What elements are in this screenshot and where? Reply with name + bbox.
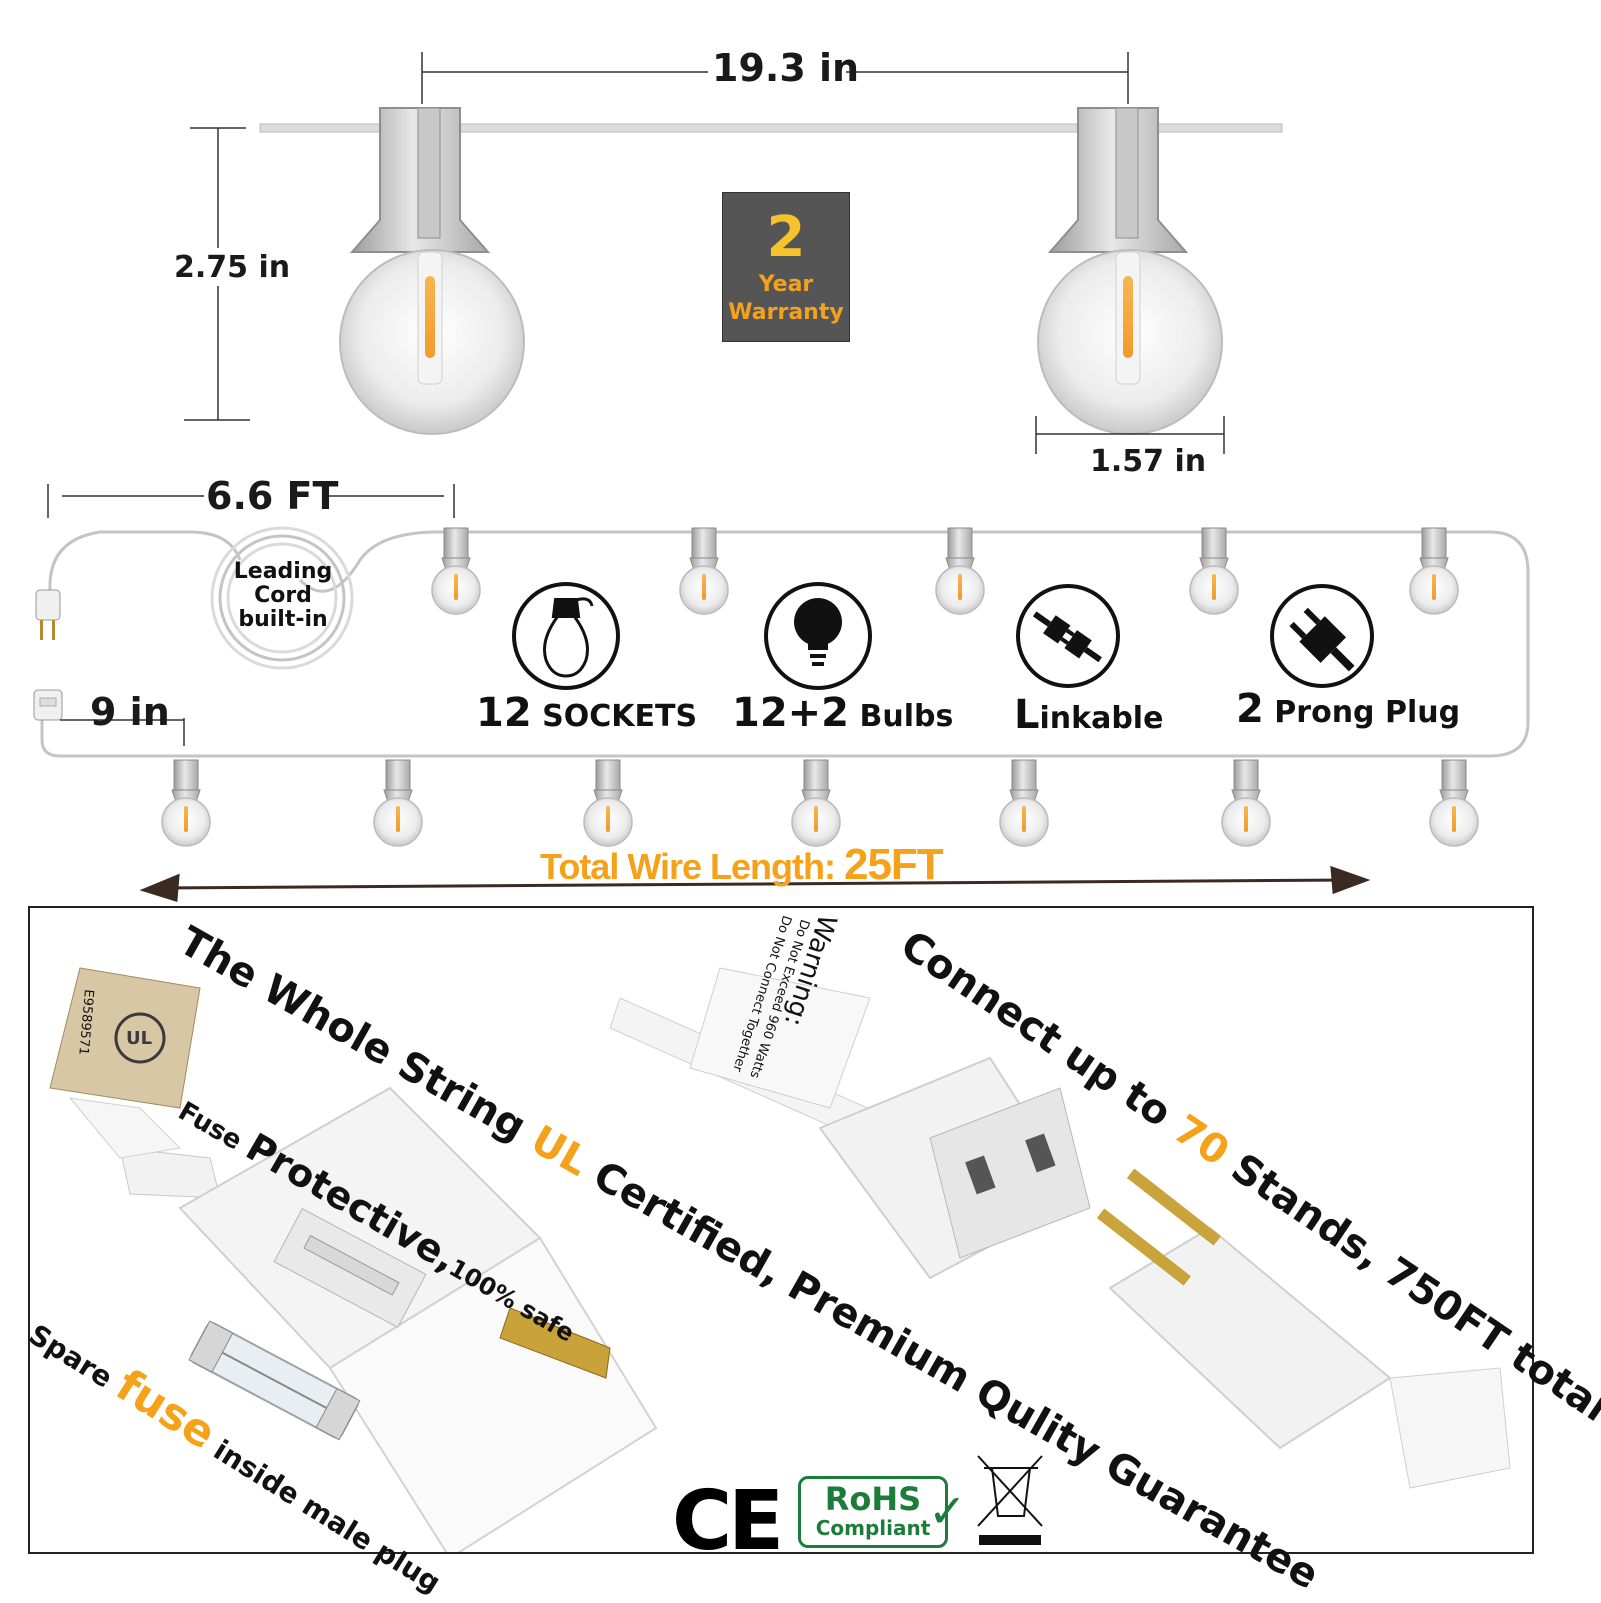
- ce-mark: CE: [672, 1474, 784, 1569]
- dimension-lines: [47, 52, 1225, 746]
- end-spacing-dimension: 9 in: [90, 690, 170, 734]
- string-wire: [40, 526, 1530, 758]
- female-plug-end: [33, 689, 63, 721]
- connector-assembly: [609, 967, 1511, 1489]
- bulb-width-dimension: 1.57 in: [1090, 444, 1207, 479]
- plug-illustrations: UL: [49, 967, 1511, 1552]
- detail-panel: [28, 906, 1534, 1554]
- total-wire-length: Total Wire Length: 25FT: [540, 840, 944, 889]
- bulbs-top-row: [431, 527, 1459, 615]
- fused-male-plug: [68, 1086, 658, 1552]
- cord-label-line1: Leading: [233, 559, 333, 584]
- socket-bulb-icon: [512, 582, 620, 690]
- feature-bulbs: 12+2 Bulbs: [732, 690, 954, 736]
- spacing-dimension: 19.3 in: [712, 46, 860, 90]
- large-bulb-left: [339, 107, 525, 435]
- feature-linkable: Linkable: [1014, 692, 1164, 738]
- rohs-badge: RoHS Compliant: [798, 1476, 948, 1548]
- svg-text:UL: UL: [126, 1028, 152, 1049]
- ul-certification-tag: UL: [49, 967, 201, 1109]
- rohs-check-icon: ✓: [928, 1484, 967, 1538]
- feature-sockets: 12 SOCKETS: [476, 690, 698, 736]
- height-dimension: 2.75 in: [174, 250, 291, 285]
- spare-fuse: [188, 1320, 361, 1441]
- large-bulb-right: [1037, 107, 1223, 435]
- warranty-line1: Year: [758, 272, 814, 297]
- feature-prong-plug: 2 Prong Plug: [1236, 686, 1461, 732]
- cord-label-line2: Cord: [254, 583, 312, 608]
- rohs-subtitle: Compliant: [815, 1516, 931, 1540]
- warranty-line2: Warranty: [728, 300, 844, 325]
- weee-bin-icon: [977, 1455, 1043, 1545]
- lightbulb-icon: [764, 582, 872, 690]
- total-length-arrow: [139, 865, 1371, 902]
- rohs-title: RoHS: [824, 1480, 922, 1518]
- warranty-years: 2: [766, 205, 806, 270]
- two-prong-plug-icon: [1270, 584, 1374, 688]
- male-plug-start: [35, 589, 61, 640]
- product-dimension-diagram: [33, 52, 1530, 902]
- linkable-plug-icon: [1016, 584, 1120, 688]
- leading-cord-dimension: 6.6 FT: [206, 474, 339, 518]
- cord-label-line3: built-in: [238, 607, 328, 632]
- bulbs-bottom-row: [161, 759, 1479, 847]
- leading-cord-label: Leading Cord built-in: [230, 560, 336, 632]
- warranty-badge: 2 Year Warranty: [722, 192, 850, 342]
